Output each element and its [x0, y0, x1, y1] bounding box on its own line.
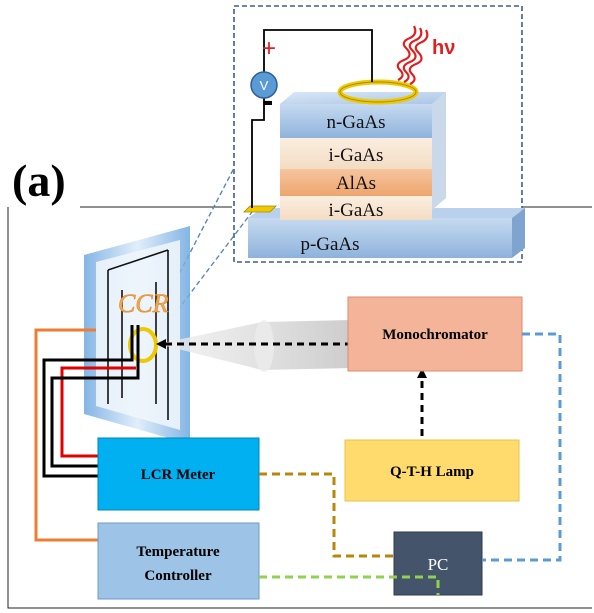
minus-sign: - [262, 82, 273, 120]
panel-label: (a) [12, 155, 66, 206]
outer-frame [7, 206, 592, 609]
temperature-controller-box [97, 522, 260, 600]
cables [259, 332, 562, 595]
lamp-box [344, 439, 520, 502]
photon-squiggle [396, 25, 429, 85]
layer-label-p-gaas: p-GaAs [300, 234, 359, 255]
layer-n-gaas [280, 104, 432, 138]
layer-label-alas: AlAs [336, 173, 376, 194]
layer-i-gaas-bottom [280, 196, 432, 220]
pc-box [393, 531, 483, 596]
monochromator-label: Monochromator [382, 327, 488, 343]
pc-label: PC [428, 555, 449, 574]
layer-alas [280, 169, 432, 196]
voltmeter-circuit [251, 29, 373, 208]
lamp-label: Q-T-H Lamp [390, 464, 474, 480]
lcr-meter-label: LCR Meter [141, 467, 216, 483]
temperature-controller-label-2: Controller [144, 568, 212, 584]
layer-label-i-gaas-1: i-GaAs [329, 145, 384, 166]
ccr-label: CCR [118, 289, 169, 318]
lcr-meter-box [97, 437, 260, 511]
bottom-contact [243, 205, 277, 213]
temperature-controller-label-1: Temperature [136, 544, 220, 560]
layered-device: n-GaAs i-GaAs AlAs i-GaAs p-GaAs [243, 79, 525, 258]
layer-i-gaas-top [280, 138, 432, 169]
sample-wires [34, 325, 140, 542]
layer-label-i-gaas-2: i-GaAs [329, 200, 384, 221]
monochromator-box [347, 296, 523, 372]
plus-sign: + [262, 35, 276, 62]
voltmeter-icon [250, 71, 278, 99]
voltmeter-label: V [260, 78, 269, 93]
layer-label-n-gaas: n-GaAs [326, 112, 385, 133]
photon-label: hν [432, 37, 455, 59]
